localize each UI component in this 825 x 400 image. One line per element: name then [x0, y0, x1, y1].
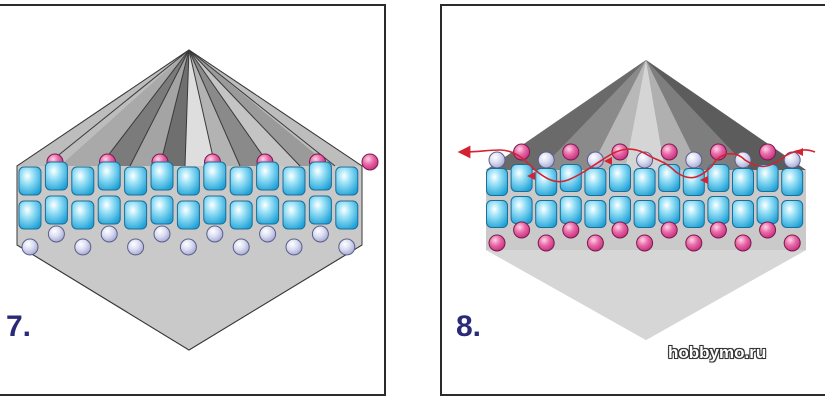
cyan-bead-icon — [256, 161, 280, 191]
pink-bead-icon — [586, 234, 604, 252]
lavender-bead-icon — [153, 225, 171, 243]
thread-arrow-icon — [795, 148, 803, 156]
cyan-bead-icon — [71, 166, 95, 196]
thread-arrow-icon — [700, 176, 708, 184]
cyan-bead-icon — [682, 168, 705, 196]
lavender-bead-icon — [537, 151, 555, 169]
lavender-bead-icon — [311, 225, 329, 243]
cyan-bead-icon — [18, 166, 42, 196]
cyan-bead-icon — [732, 168, 754, 196]
lavender-bead-icon — [47, 225, 65, 243]
cyan-bead-icon — [535, 200, 558, 228]
pink-bead-icon — [709, 221, 727, 239]
lavender-bead-icon — [100, 225, 118, 243]
cyan-bead-icon — [335, 200, 359, 230]
pink-bead-icon — [562, 221, 580, 239]
cyan-bead-icon — [707, 196, 730, 224]
cyan-bead-icon — [176, 200, 200, 230]
lavender-bead-icon — [636, 151, 654, 169]
cyan-bead-icon — [335, 166, 359, 196]
cyan-bead-icon — [756, 196, 779, 224]
cyan-bead-icon — [282, 200, 306, 230]
cyan-bead-icon — [229, 200, 253, 230]
cyan-bead-icon — [256, 195, 280, 225]
cyan-bead-icon — [308, 195, 332, 225]
cyan-bead-icon — [44, 161, 68, 191]
step-label-7: 7. — [6, 310, 32, 343]
cyan-bead-icon — [510, 196, 533, 224]
lavender-bead-icon — [338, 238, 356, 256]
cyan-bead-icon — [732, 200, 754, 228]
cyan-bead-icon — [781, 200, 804, 228]
cyan-bead-icon — [308, 161, 332, 191]
cyan-bead-icon — [229, 166, 253, 196]
step-label-8: 8. — [456, 310, 482, 343]
pink-bead-icon — [611, 221, 629, 239]
lavender-bead-icon — [127, 238, 145, 256]
cyan-bead-icon — [282, 166, 306, 196]
lavender-bead-icon — [21, 238, 39, 256]
pink-bead-icon — [488, 234, 506, 252]
cyan-bead-icon — [707, 164, 730, 192]
thread-path — [457, 145, 816, 184]
pink-bead-icon — [537, 234, 555, 252]
cyan-bead-icon — [510, 164, 533, 192]
cyan-bead-icon — [124, 200, 148, 230]
lavender-bead-icon — [259, 225, 277, 243]
step-8-diagram — [457, 60, 816, 340]
cyan-bead-icon — [97, 195, 121, 225]
cyan-bead-icon — [486, 200, 508, 228]
lavender-bead-icon — [232, 238, 250, 256]
cyan-bead-icon — [658, 164, 681, 192]
thread-arrow-icon — [527, 172, 535, 180]
cyan-bead-icon — [176, 166, 200, 196]
cyan-bead-icon — [559, 196, 582, 224]
cyan-bead-icon — [633, 168, 656, 196]
cyan-bead-icon — [97, 161, 121, 191]
pink-bead-icon — [685, 234, 703, 252]
cyan-bead-icon — [124, 166, 148, 196]
pink-bead-icon — [660, 221, 678, 239]
cyan-bead-icon — [756, 164, 779, 192]
lavender-bead-icon — [685, 151, 703, 169]
lavender-bead-icon — [285, 238, 303, 256]
pink-bead-icon — [734, 234, 752, 252]
cyan-bead-icon — [150, 195, 174, 225]
lavender-bead-icon — [206, 225, 224, 243]
cyan-bead-icon — [682, 200, 705, 228]
step-7-diagram — [16, 49, 379, 351]
pink-bead-icon — [513, 221, 531, 239]
lavender-bead-icon — [179, 238, 197, 256]
pink-bead-icon — [361, 153, 379, 171]
lavender-bead-icon — [488, 151, 506, 169]
cyan-bead-icon — [658, 196, 681, 224]
pink-bead-icon — [759, 221, 777, 239]
pink-bead-icon — [562, 143, 580, 161]
thread-arrow-icon — [604, 157, 612, 165]
cyan-bead-icon — [609, 196, 631, 224]
pink-bead-icon — [783, 234, 801, 252]
cyan-bead-icon — [203, 195, 227, 225]
cyan-bead-icon — [71, 200, 95, 230]
cyan-bead-icon — [150, 161, 174, 191]
pink-bead-icon — [660, 143, 678, 161]
cyan-bead-icon — [609, 164, 631, 192]
pink-bead-icon — [611, 143, 629, 161]
cyan-bead-icon — [203, 161, 227, 191]
pink-bead-icon — [759, 143, 777, 161]
thread-arrow-icon — [457, 145, 816, 183]
cyan-bead-icon — [633, 200, 656, 228]
cyan-bead-icon — [486, 168, 508, 196]
cyan-bead-icon — [584, 168, 607, 196]
cyan-bead-icon — [18, 200, 42, 230]
cyan-bead-icon — [781, 168, 804, 196]
pink-bead-icon — [636, 234, 654, 252]
watermark: hobbymo.ru — [668, 343, 767, 362]
cyan-bead-icon — [584, 200, 607, 228]
cyan-bead-icon — [44, 195, 68, 225]
lavender-bead-icon — [74, 238, 92, 256]
